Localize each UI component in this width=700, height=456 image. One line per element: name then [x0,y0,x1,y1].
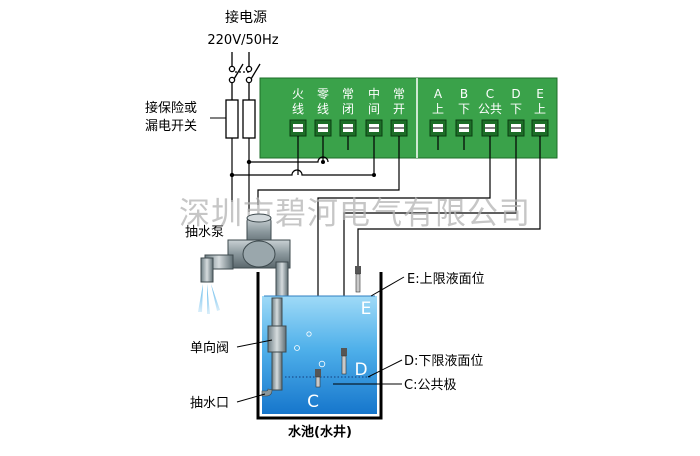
callout-d: D:下限液面位 [404,354,483,369]
power-spec: 220V/50Hz [207,33,278,48]
power-input-wires [231,52,250,66]
control-wiring [231,136,541,378]
callout-c: C:公共极 [404,378,456,393]
callout-e: E:上限液面位 [407,272,485,287]
terminal-b-top: B [460,87,468,101]
power-title: 接电源 [225,9,267,26]
terminal-no-top: 常 [393,87,405,101]
check-valve-label: 单向阀 [190,340,229,356]
terminal-d-top: D [511,87,520,101]
terminal-common-bottom: 间 [368,102,380,116]
probe-e-icon [355,266,361,293]
probe-letter-e: E [361,299,372,319]
callout-leaders [333,276,405,385]
terminal-live-bottom: 线 [292,102,304,116]
water-spray-icon [198,284,220,314]
controller-panel [259,77,558,159]
terminal-e-bottom: 上 [534,102,546,116]
inlet-leader [236,393,266,403]
probe-c-icon [315,369,321,388]
terminal-neutral-bottom: 线 [317,102,329,116]
double-pole-switch-icon [228,63,261,100]
watermark: 深圳市碧河电气有限公司 [179,196,531,232]
terminal-b-bottom: 下 [458,102,470,116]
right-terminal-labels: A 上 B 下 C 公共 D 下 E 上 [432,87,546,116]
fuse-icon [225,99,256,139]
terminal-a-top: A [434,87,443,101]
left-terminal-labels: 火 线 零 线 常 闭 中 间 常 开 [292,86,405,116]
breaker-label-line1: 接保险或 [145,100,197,116]
pump-icon [200,213,291,299]
terminal-no-bottom: 开 [393,102,405,116]
pump-label: 抽水泵 [185,225,224,240]
probe-d-icon [341,348,347,375]
junction-dots [229,159,376,178]
terminal-live-top: 火 [292,87,304,101]
inlet-label: 抽水口 [190,396,229,411]
tank-label: 水池(水井) [288,424,352,440]
terminal-d-bottom: 下 [510,102,522,116]
terminal-e-top: E [536,87,544,101]
probe-letter-d: D [354,360,367,380]
terminal-c-bottom: 公共 [478,102,502,116]
terminal-nc-top: 常 [342,87,354,101]
terminal-neutral-top: 零 [317,87,329,101]
probe-letter-c: C [307,392,319,412]
check-valve-leader [236,339,273,348]
terminal-common-top: 中 [368,86,380,101]
terminal-c-top: C [486,87,494,101]
terminal-a-bottom: 上 [432,102,444,116]
breaker-label-line2: 漏电开关 [145,118,197,134]
terminal-nc-bottom: 闭 [342,102,354,116]
